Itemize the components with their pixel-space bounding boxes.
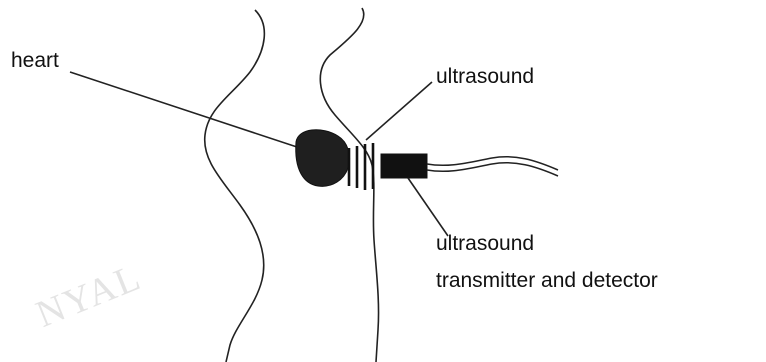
heart-shape — [296, 130, 350, 187]
label-transmitter-line2: transmitter and detector — [436, 270, 658, 291]
heart-leader-line — [70, 72, 300, 148]
transmitter-leader-line — [408, 178, 448, 236]
label-ultrasound: ultrasound — [436, 66, 534, 87]
ultrasound-leader-line — [366, 82, 432, 140]
transducer-block — [381, 154, 427, 178]
label-transmitter-line1: ultrasound — [436, 233, 534, 254]
body-outline-left — [205, 10, 265, 362]
label-heart: heart — [11, 50, 59, 71]
ultrasound-waves — [349, 143, 373, 190]
